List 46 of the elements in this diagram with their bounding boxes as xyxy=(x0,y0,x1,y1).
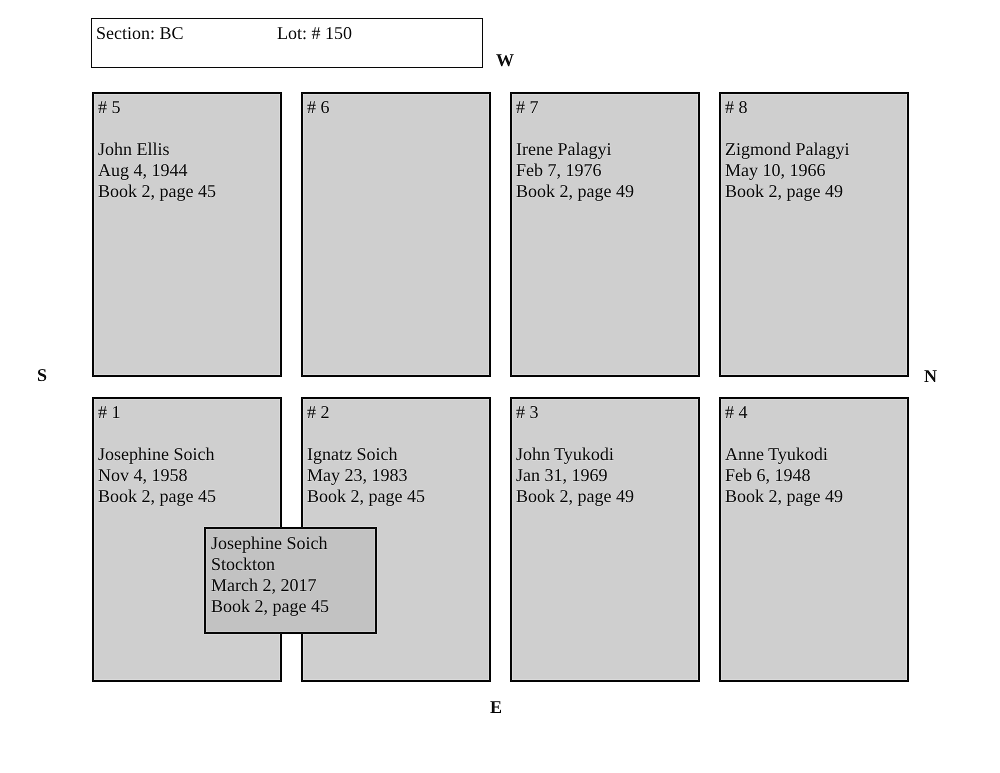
date-text: Aug 4, 1944 xyxy=(98,160,188,181)
compass-label: W xyxy=(496,50,514,71)
plot-box xyxy=(719,92,909,377)
plot-number: # 2 xyxy=(307,402,330,423)
lot-text: Lot: # 150 xyxy=(277,23,352,44)
record-text: Book 2, page 45 xyxy=(211,596,330,617)
name-text: Josephine Soich xyxy=(98,444,216,465)
header-panel xyxy=(91,18,483,68)
plot-number: # 6 xyxy=(307,97,330,118)
section-text: Section: BC xyxy=(96,23,184,44)
record-text: Book 2, page 45 xyxy=(98,181,217,202)
plot-box xyxy=(719,397,909,682)
plot-number: # 4 xyxy=(725,402,748,423)
date-text: May 10, 1966 xyxy=(725,160,826,181)
plot-box xyxy=(510,92,700,377)
record-text: Book 2, page 45 xyxy=(98,486,217,507)
date-text: Nov 4, 1958 xyxy=(98,465,188,486)
note-box xyxy=(204,527,377,634)
name-text: Zigmond Palagyi xyxy=(725,139,850,160)
date-text: Jan 31, 1969 xyxy=(516,465,608,486)
plot-number: # 1 xyxy=(98,402,122,423)
record-text: Book 2, page 49 xyxy=(516,181,635,202)
date-text: March 2, 2017 xyxy=(211,575,318,596)
plot-box xyxy=(510,397,700,682)
name-text: John Ellis xyxy=(98,139,171,160)
name-text: John Tyukodi xyxy=(516,444,615,465)
plot-box xyxy=(301,92,491,377)
plot-box xyxy=(92,92,282,377)
date-text: Feb 6, 1948 xyxy=(725,465,812,486)
plot-number: # 5 xyxy=(98,97,122,118)
record-text: Book 2, page 49 xyxy=(516,486,635,507)
plot-number: # 8 xyxy=(725,97,748,118)
plot-number: # 7 xyxy=(516,97,540,118)
record-text: Book 2, page 45 xyxy=(307,486,426,507)
compass-label: E xyxy=(490,697,502,718)
date-text: Feb 7, 1976 xyxy=(516,160,602,181)
date-text: May 23, 1983 xyxy=(307,465,408,486)
name-text: Anne Tyukodi xyxy=(725,444,829,465)
record-text: Book 2, page 49 xyxy=(725,486,844,507)
name-text: Josephine Soich Stockton xyxy=(211,533,328,575)
name-text: Irene Palagyi xyxy=(516,139,612,160)
plot-number: # 3 xyxy=(516,402,540,423)
compass-label: S xyxy=(37,365,48,386)
compass-label: N xyxy=(924,366,937,387)
name-text: Ignatz Soich xyxy=(307,444,398,465)
record-text: Book 2, page 49 xyxy=(725,181,844,202)
